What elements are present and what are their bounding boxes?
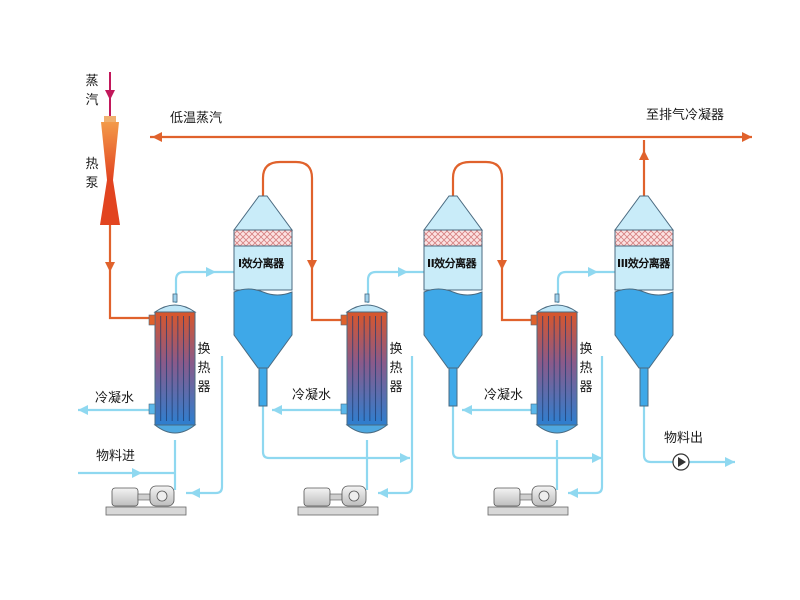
product-pump-icon xyxy=(672,453,690,471)
steam-arrows xyxy=(105,132,752,272)
separator-1-label: I效分离器 xyxy=(238,257,284,270)
liquid-arrows xyxy=(78,267,735,498)
circulation-pump-2 xyxy=(297,485,379,516)
separator-2 xyxy=(423,195,483,407)
cooling-water-3-label: 冷凝水 xyxy=(484,388,524,403)
arrow-down xyxy=(307,260,317,270)
feed-in-label: 物料进 xyxy=(96,449,136,464)
separator-1 xyxy=(233,195,293,407)
heat-exchanger-1 xyxy=(148,293,197,434)
circulation-pump-3 xyxy=(487,485,569,516)
heat-exchanger-2-label: 换热器 xyxy=(389,342,403,395)
low-temp-steam-label: 低温蒸汽 xyxy=(170,111,223,126)
heat-exchangers xyxy=(148,293,579,434)
to-exhaust-condenser-label: 至排气冷凝器 xyxy=(646,108,725,123)
heat-exchanger-3-label: 换热器 xyxy=(579,342,593,395)
heat-pump-ejector xyxy=(100,116,120,225)
product-out-label: 物料出 xyxy=(664,431,704,446)
cooling-water-1-label: 冷凝水 xyxy=(95,391,135,406)
steam-label: 蒸汽 xyxy=(85,74,99,108)
arrow-right xyxy=(742,132,752,142)
liquid-lines xyxy=(78,270,735,495)
separator-2-label: II效分离器 xyxy=(427,257,477,270)
separators xyxy=(233,195,674,407)
heat-exchanger-2 xyxy=(340,293,389,434)
motive-steam-line xyxy=(105,72,115,118)
steam-lines xyxy=(108,135,752,322)
arrow-up xyxy=(639,150,649,160)
arrow-left xyxy=(152,132,162,142)
cooling-water-2-label: 冷凝水 xyxy=(292,388,332,403)
circulation-pump-1 xyxy=(105,485,187,516)
heat-exchanger-3 xyxy=(530,293,579,434)
arrow-down xyxy=(497,260,507,270)
arrow-down xyxy=(105,262,115,272)
pumps xyxy=(105,485,569,516)
heat-exchanger-1-label: 换热器 xyxy=(197,342,211,395)
separator-3 xyxy=(614,195,674,407)
separator-3-label: III效分离器 xyxy=(617,257,670,270)
heat-pump-label: 热泵 xyxy=(85,157,99,191)
